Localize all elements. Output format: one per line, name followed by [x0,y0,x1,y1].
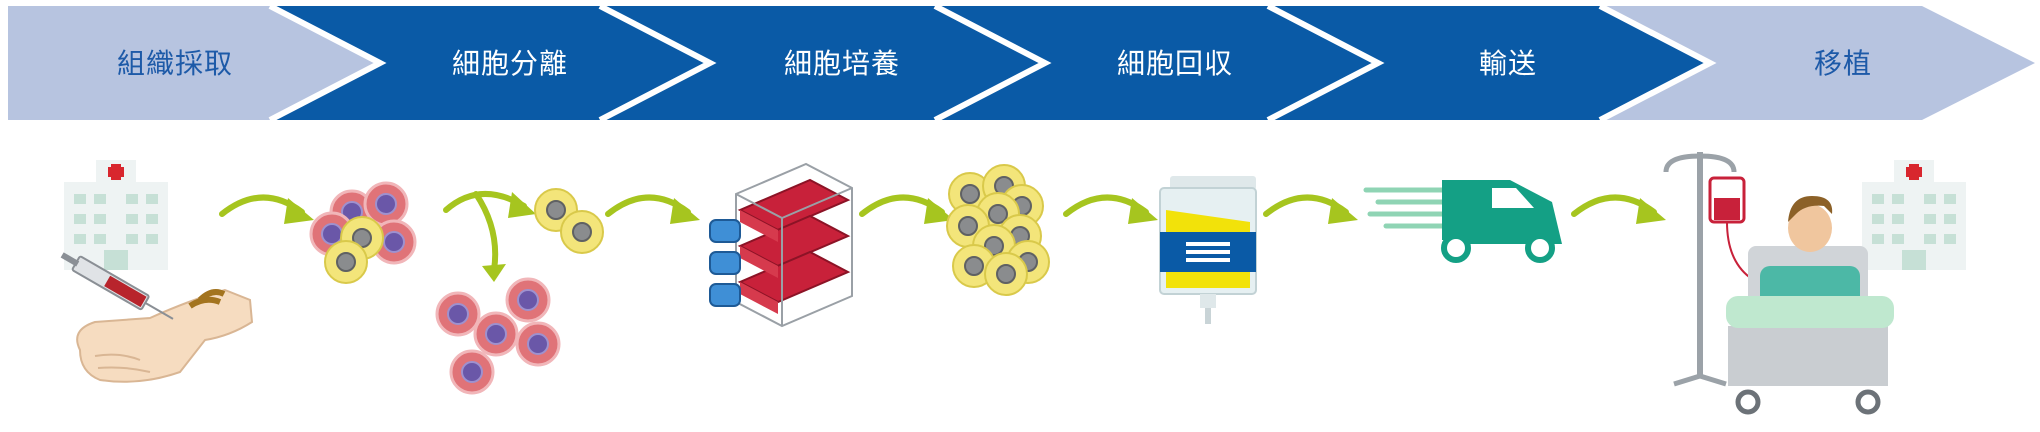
step-label-5: 輸送 [1479,47,1537,80]
step-label-1: 組織採取 [117,47,233,80]
flow-arrow-5 [1266,197,1358,224]
flow-arrow-6 [1574,197,1666,224]
patient-bed-icon [1726,196,1894,415]
separation-arrow [443,191,536,282]
step-chevron-4 [935,6,1378,120]
harvested-cells-icon [946,164,1050,296]
step-label-6: 移植 [1814,47,1872,80]
step-chevron-6 [1600,6,2035,120]
syringe-icon [60,252,174,320]
flow-arrow-4 [1066,197,1158,224]
flow-arrow-3 [862,197,954,224]
cell-bag-icon [1159,176,1257,324]
step-label-3: 細胞培養 [784,47,900,80]
cell-cluster-icon [309,181,417,284]
separated-yellow-cells [534,188,604,254]
step-chevron-3 [600,6,1045,120]
step-label-4: 細胞回収 [1117,47,1233,80]
hospital-icon [1862,160,1966,270]
hospital-icon [64,160,168,270]
step-label-2: 細胞分離 [452,47,568,80]
step-chevron-5 [1268,6,1710,120]
hand-icon [76,288,254,383]
iv-stand-icon [1663,152,1781,387]
tissue-collection-illustration [60,160,254,383]
step-chevron-1 [8,6,380,120]
transplant-illustration [1663,152,1966,415]
flow-arrow-1 [222,197,314,224]
step-chevron-2 [270,6,710,120]
process-bar: 組織採取 細胞分離 細胞培養 細胞回収 輸送 移植 [8,3,2035,123]
truck-icon [1363,180,1562,263]
flask-stack-icon [709,162,853,328]
separated-red-cells [435,277,561,395]
flow-arrow-2 [608,197,700,224]
list-lines-icon [1186,242,1230,262]
